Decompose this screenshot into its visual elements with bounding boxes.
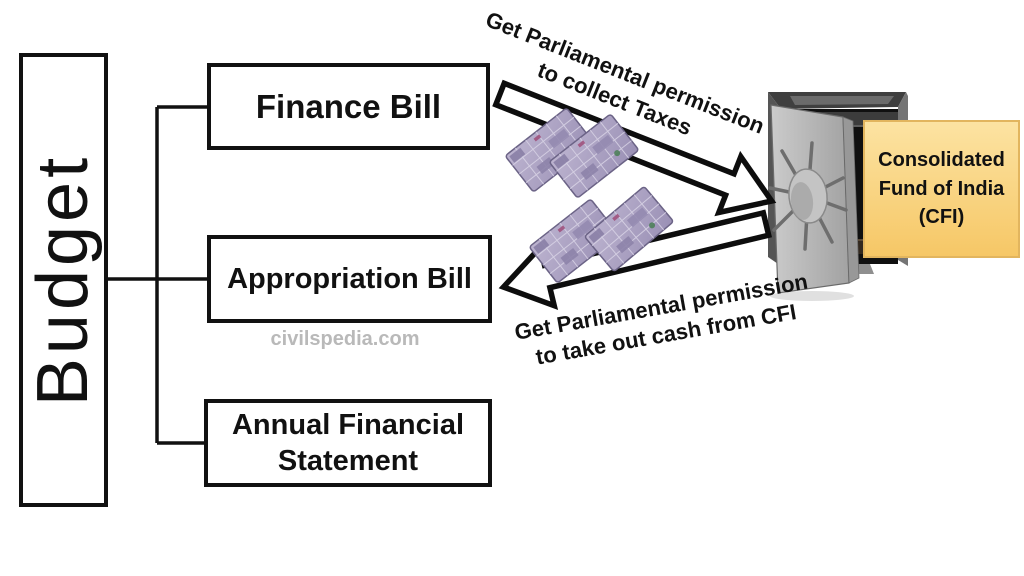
annual-financial-statement-label: Annual Financial Statement xyxy=(231,408,465,477)
finance-bill-label: Finance Bill xyxy=(255,87,442,125)
budget-label: Budget xyxy=(23,153,104,407)
watermark: civilspedia.com xyxy=(270,328,420,350)
cash-arrow xyxy=(498,209,773,311)
connector-lines xyxy=(107,105,207,445)
appropriation-bill-box: Appropriation Bill xyxy=(207,235,492,323)
cfi-line-1: Consolidated xyxy=(878,149,1005,172)
budget-box: Budget xyxy=(19,53,108,507)
cfi-line-3: (CFI) xyxy=(918,206,965,229)
finance-bill-box: Finance Bill xyxy=(207,63,490,150)
annual-financial-statement-box: Annual Financial Statement xyxy=(204,399,492,487)
cfi-line-2: Fund of India xyxy=(878,177,1005,200)
appropriation-bill-label: Appropriation Bill xyxy=(227,262,472,295)
cfi-box: Consolidated Fund of India (CFI) xyxy=(863,120,1020,258)
